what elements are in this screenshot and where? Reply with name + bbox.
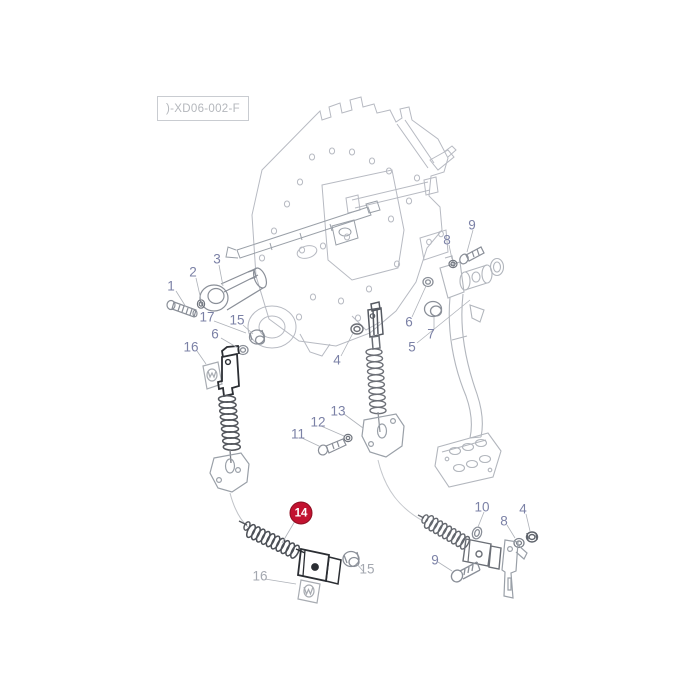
left-spring-assembly — [202, 329, 266, 528]
callout-10: 10 — [474, 499, 490, 515]
cable-spring-14 — [245, 523, 301, 559]
anchor-bracket-right — [501, 539, 528, 599]
callout-4-bottom: 4 — [519, 501, 527, 517]
middle-spring-assembly — [350, 301, 424, 522]
part-1-bolt — [166, 299, 198, 318]
part-16-clip-bottom — [297, 579, 321, 604]
pedal-arm — [448, 293, 483, 439]
part-15-nut-bottom — [342, 550, 360, 568]
callout-15-left: 15 — [229, 312, 245, 328]
drawing-code-box: )-XD06-002-F — [157, 96, 249, 121]
frame-holes — [258, 147, 444, 322]
callout-12: 12 — [310, 414, 326, 430]
part-8-washer-top — [448, 259, 458, 269]
callout-1: 1 — [167, 278, 175, 294]
callout-8-top: 8 — [443, 232, 451, 248]
part-16-clip-left — [202, 361, 223, 390]
cable-assembly-14 — [238, 520, 360, 604]
part-6-bushing-right — [422, 276, 434, 288]
callout-17: 17 — [199, 309, 215, 325]
pedal-clevis — [439, 255, 465, 299]
callout-16-left: 16 — [183, 339, 199, 355]
highlighted-callout-14-badge: 14 — [289, 501, 313, 525]
callout-3: 3 — [213, 251, 221, 267]
callout-8-bottom: 8 — [500, 513, 508, 529]
part-10-oring — [471, 526, 483, 540]
callout-13: 13 — [330, 403, 346, 419]
callout-6-right: 6 — [405, 314, 413, 330]
drawing-code-text: )-XD06-002-F — [166, 102, 240, 115]
part-11-bolt — [317, 438, 347, 456]
callout-11: 11 — [290, 426, 306, 442]
part-4-nut-bottom — [525, 531, 539, 543]
callout-7: 7 — [427, 326, 435, 342]
part-15-nut-left — [248, 329, 266, 345]
cross-shaft-lever — [225, 200, 381, 259]
callout-leader-lines — [175, 229, 531, 585]
part-4-washer-middle — [350, 323, 364, 335]
cable-assembly-right — [417, 514, 539, 599]
callout-9-bottom: 9 — [431, 552, 439, 568]
callout-6-left: 6 — [211, 326, 219, 342]
pedal-hub-sleeve — [459, 257, 505, 291]
pedal-pad — [434, 432, 502, 488]
left-bottom-plate — [209, 452, 250, 493]
callout-16-bottom: 16 — [252, 568, 268, 584]
pedal-tab — [469, 304, 485, 323]
middle-coil-spring — [365, 348, 387, 433]
cable-spring-right — [423, 515, 471, 550]
callout-5: 5 — [408, 339, 416, 355]
brake-pedal-assembly — [422, 255, 505, 488]
cable-end-block-14 — [295, 547, 342, 585]
cable-route-left — [229, 492, 249, 528]
callout-4-middle: 4 — [333, 352, 341, 368]
callout-15-bottom: 15 — [359, 561, 375, 577]
callout-9-top: 9 — [468, 217, 476, 233]
callout-2: 2 — [189, 264, 197, 280]
middle-top-clevis — [367, 301, 384, 350]
part-9-bolt-top — [459, 246, 485, 265]
dark-top-bracket — [216, 345, 240, 398]
cable-route-right — [377, 459, 424, 522]
main-frame-bracket — [247, 96, 457, 357]
middle-bottom-plate — [361, 413, 405, 458]
cable-end-block-right — [462, 538, 502, 570]
part-3-cylinder — [199, 267, 268, 312]
part-9-bolt-bottom — [450, 561, 481, 583]
part-8-washer-bottom — [513, 537, 525, 549]
left-coil-spring — [217, 395, 242, 464]
part-12-nut — [343, 433, 353, 443]
part-7-bushing — [423, 300, 443, 318]
